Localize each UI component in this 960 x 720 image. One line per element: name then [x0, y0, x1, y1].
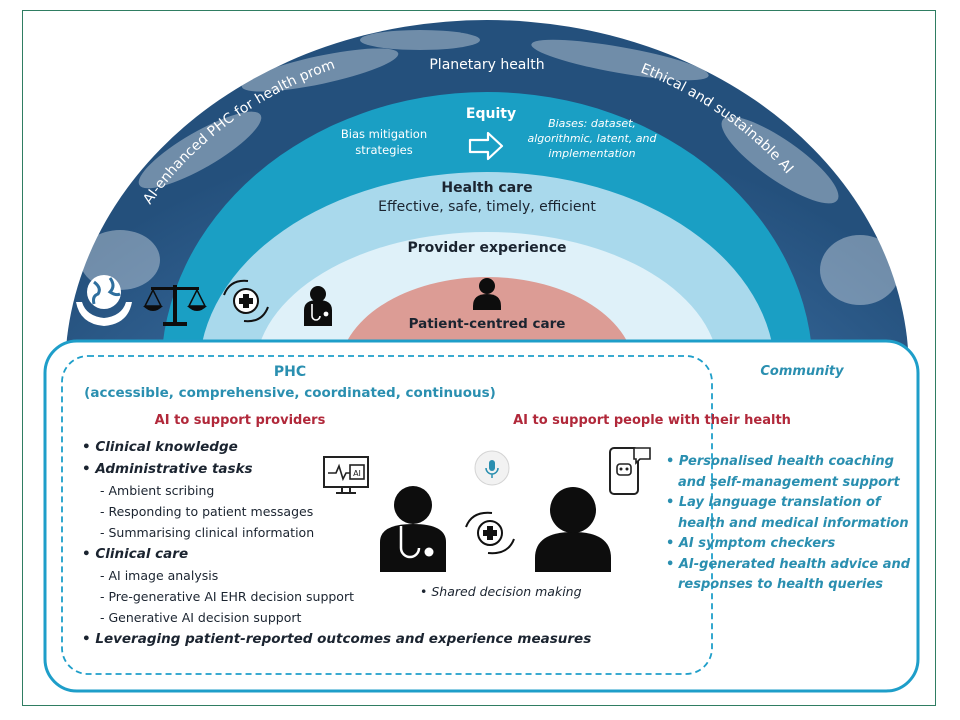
biases-line-2: algorithmic, latent, and	[527, 132, 657, 145]
bias-mitigation-label: Bias mitigation strategies	[309, 126, 459, 158]
providers-item: Clinical knowledge	[82, 436, 591, 458]
planetary-health-label: Planetary health	[429, 57, 545, 73]
people-item-continued: and self-management support	[678, 474, 900, 490]
providers-item: Leveraging patient-reported outcomes and…	[82, 628, 591, 650]
equity-label: Equity	[465, 106, 517, 122]
people-heading: AI to support people with their health	[513, 413, 791, 428]
patient-centred-care-label: Patient-centred care	[408, 316, 566, 332]
figure-frame	[22, 10, 936, 706]
biases-line-1: Biases: dataset,	[548, 117, 636, 130]
scales-icon	[143, 285, 207, 326]
providers-item: Administrative tasks	[82, 458, 591, 480]
providers-subitem: Generative AI decision support	[82, 607, 591, 628]
provider-experience-label: Provider experience	[407, 240, 567, 256]
shared-decision-bullet: •	[420, 584, 432, 599]
hands-medical-icon	[223, 279, 269, 323]
globe-hands-icon	[76, 275, 132, 326]
providers-subitem: Ambient scribing	[82, 480, 591, 501]
patient-icon	[473, 278, 501, 310]
people-item-continued: health and medical information	[678, 515, 909, 531]
providers-subitem: Pre-generative AI EHR decision support	[82, 586, 591, 607]
people-item: AI-generated health advice and	[666, 555, 910, 576]
phc-dashed-box	[61, 355, 713, 675]
shared-decision-text: Shared decision making	[431, 584, 582, 599]
providers-item: Clinical care	[82, 543, 591, 565]
biases-line-3: implementation	[548, 147, 636, 160]
cloud-texture	[80, 30, 900, 305]
people-item: AI symptom checkers	[666, 534, 910, 555]
phone-chatbot-icon	[609, 447, 651, 495]
community-label: Community	[760, 364, 844, 379]
providers-subitem: Responding to patient messages	[82, 501, 591, 522]
providers-subitem: Summarising clinical information	[82, 522, 591, 543]
biases-label: Biases: dataset, algorithmic, latent, an…	[517, 116, 667, 161]
people-item: Lay language translation of	[666, 493, 910, 514]
bias-mitigation-line-2: strategies	[355, 143, 413, 157]
providers-subitem: AI image analysis	[82, 565, 591, 586]
providers-heading: AI to support providers	[154, 413, 326, 428]
health-care-title: Health care	[441, 180, 533, 196]
phc-subtitle: (accessible, comprehensive, coordinated,…	[84, 385, 496, 401]
people-list: Personalised health coaching and self-ma…	[666, 452, 910, 596]
bias-mitigation-line-1: Bias mitigation	[340, 127, 428, 141]
shared-decision-label: • Shared decision making	[420, 584, 582, 599]
equity-arrow-icon	[468, 131, 504, 161]
doctor-icon	[304, 286, 332, 326]
phc-title: PHC	[273, 364, 307, 380]
providers-list: Clinical knowledge Administrative tasks …	[82, 436, 591, 650]
health-care-subtitle: Effective, safe, timely, efficient	[378, 199, 596, 215]
people-item: Personalised health coaching	[666, 452, 910, 473]
people-item-continued: responses to health queries	[678, 577, 884, 592]
